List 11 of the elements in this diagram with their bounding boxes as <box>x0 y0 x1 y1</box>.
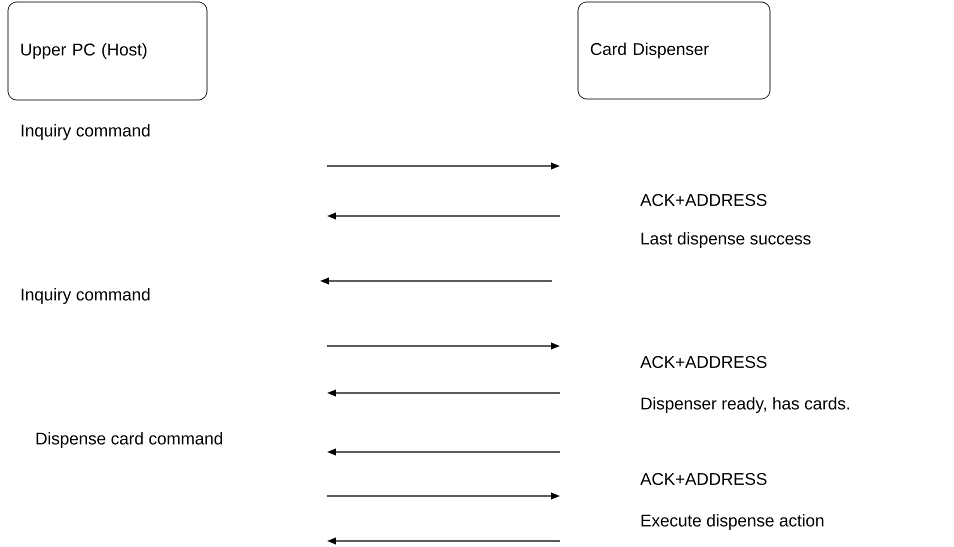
message-label: ACK+ADDRESS <box>640 472 766 486</box>
message-label: ACK+ADDRESS <box>640 194 766 206</box>
message-label: Dispense card command <box>36 432 222 448</box>
message-label: Inquiry command <box>22 288 150 304</box>
message-label: ACK+ADDRESS <box>640 356 766 368</box>
message-label: Dispenser ready, has cards. <box>642 397 849 413</box>
participant-box: Upper PC (Host) <box>8 2 208 100</box>
message-label: Execute dispense action <box>642 514 824 530</box>
participant-box: Card Dispenser <box>578 2 770 100</box>
message-label: Inquiry command <box>22 124 150 140</box>
message-label: Last dispense success <box>642 232 811 248</box>
